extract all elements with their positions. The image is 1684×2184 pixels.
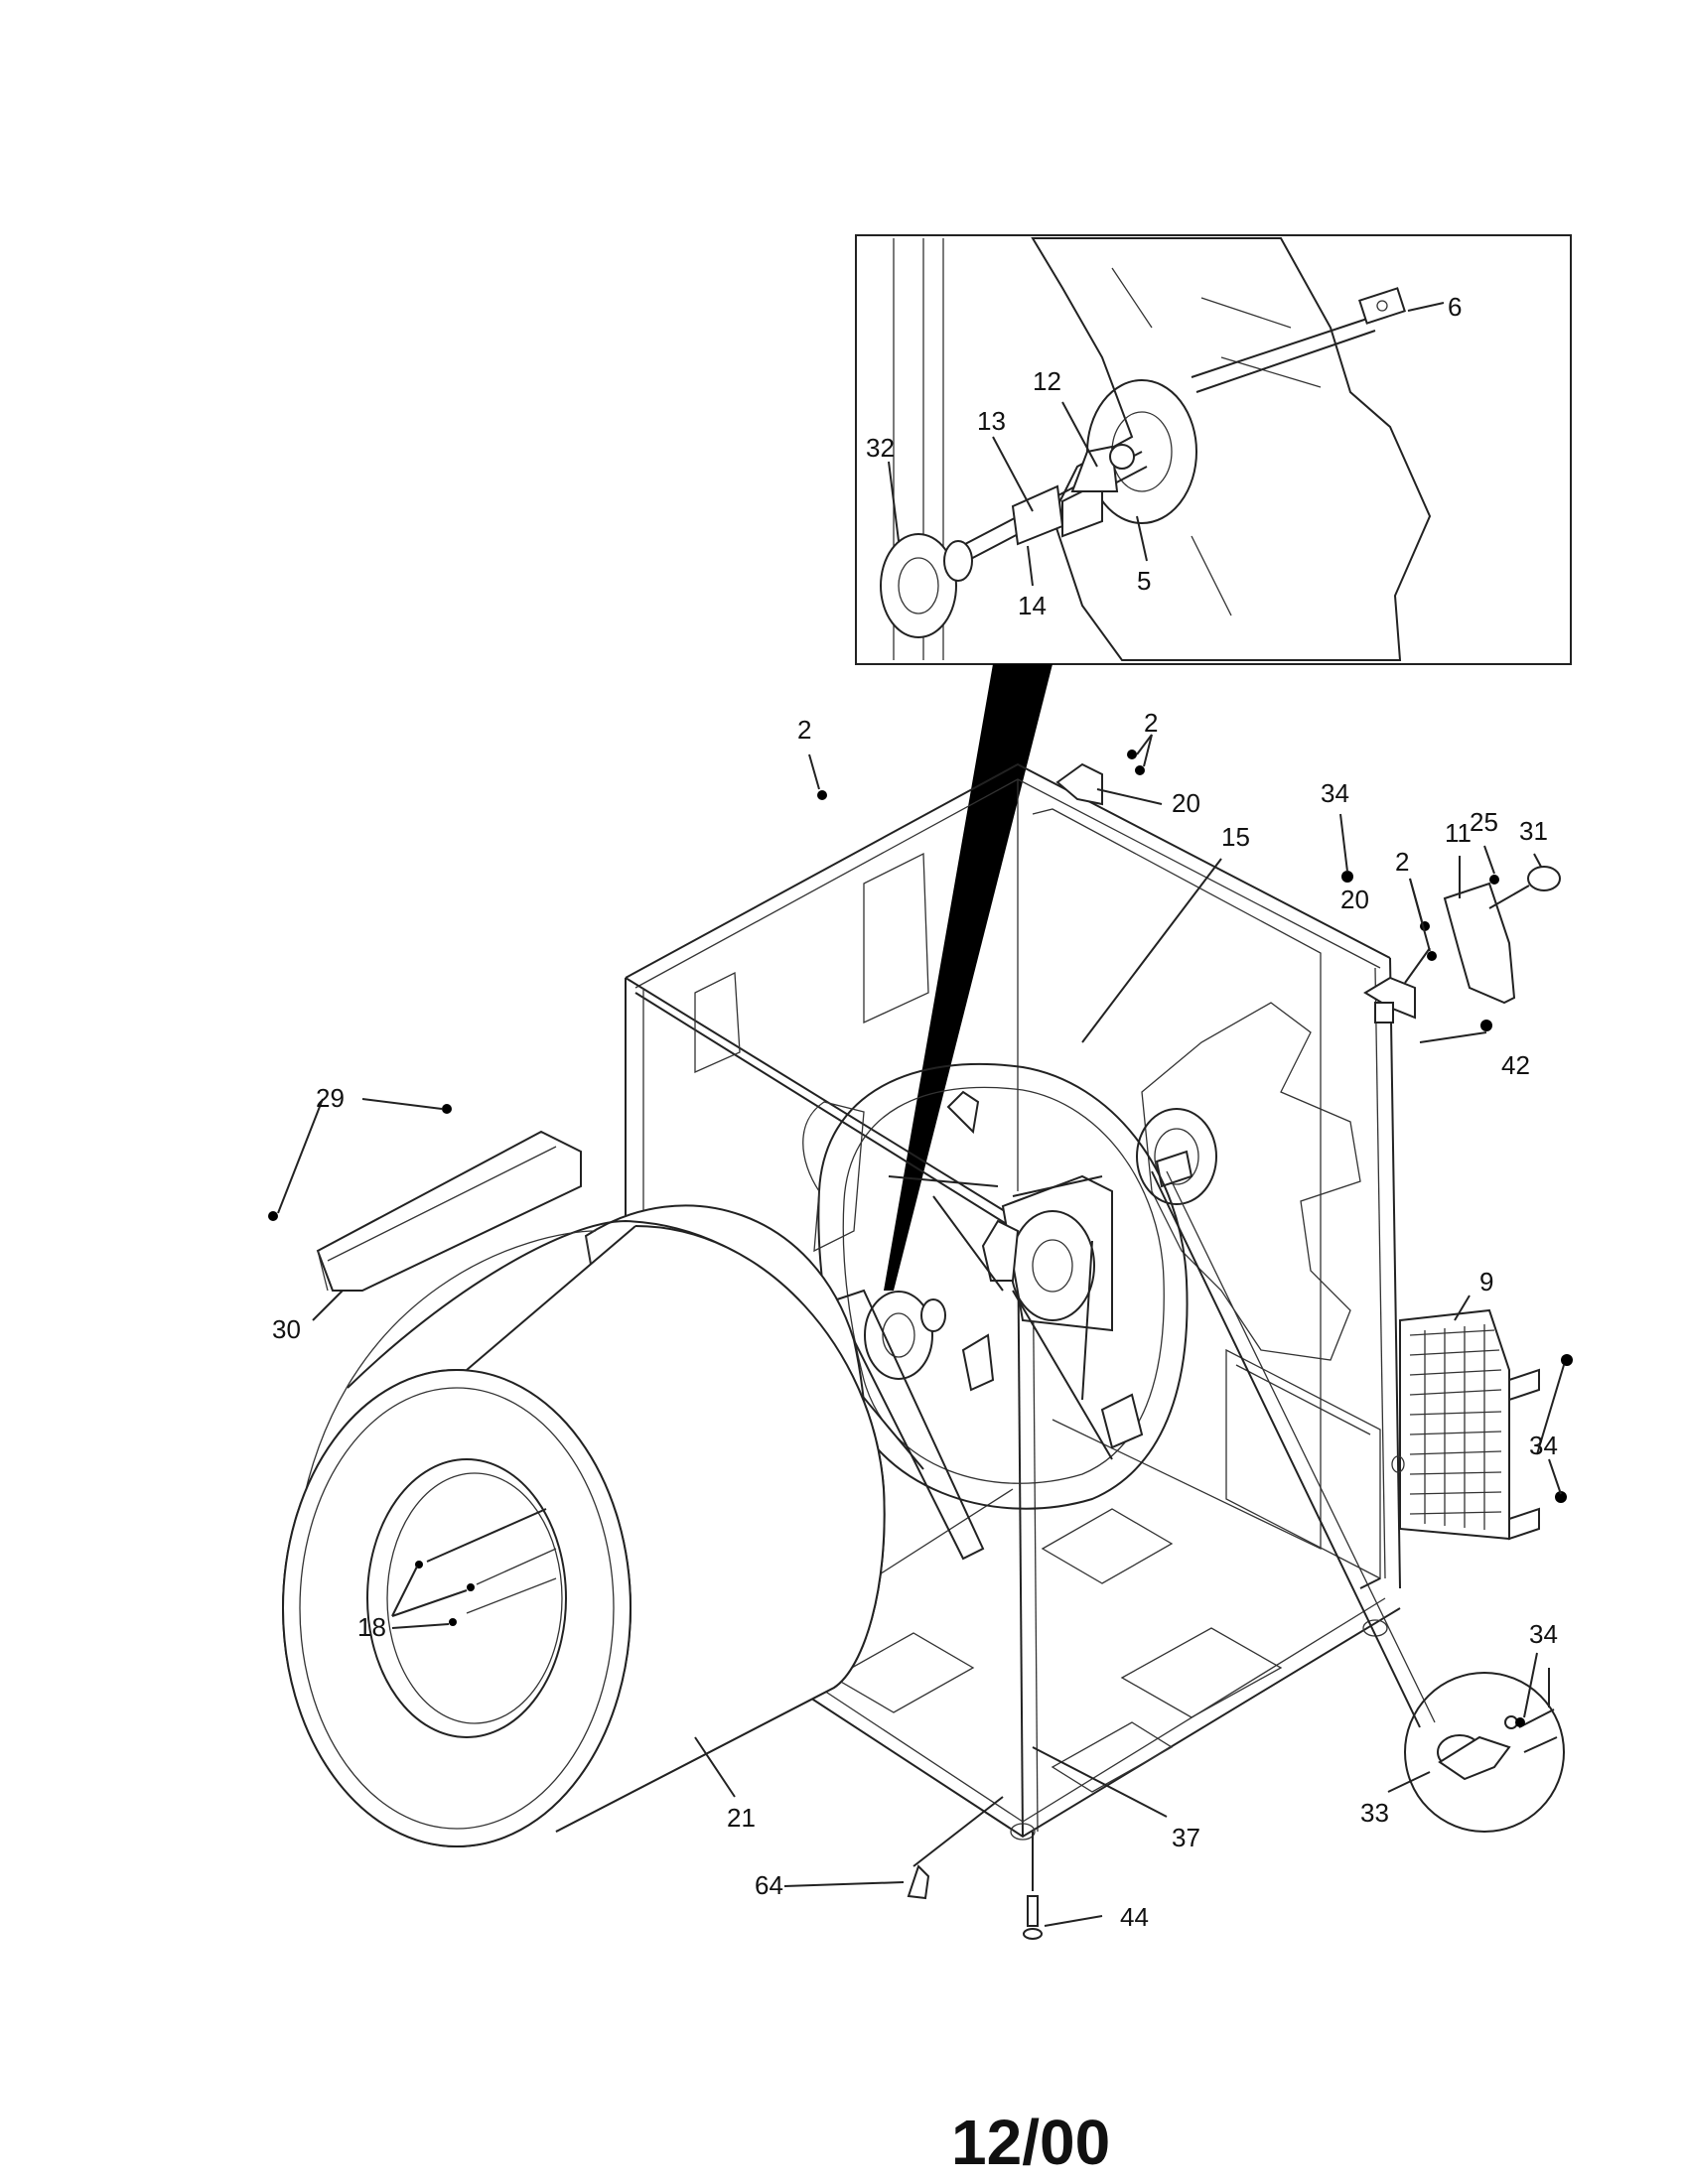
callout-42: 42 <box>1501 1050 1530 1080</box>
callout-11: 11 <box>1445 818 1472 848</box>
callout-25: 25 <box>1470 807 1498 837</box>
callout-18: 18 <box>357 1612 386 1642</box>
sensor-31 <box>1488 866 1561 909</box>
callout-34-bottom: 34 <box>1529 1619 1558 1649</box>
callout-29: 29 <box>316 1083 345 1113</box>
cabinet-frame <box>625 762 1401 1841</box>
callout-20-right: 20 <box>1340 885 1369 914</box>
access-panel <box>1391 1308 1540 1541</box>
callout-12: 12 <box>1033 366 1061 396</box>
callout-5: 5 <box>1137 566 1151 596</box>
callout-44: 44 <box>1120 1902 1149 1932</box>
bracket-20-top <box>1055 762 1103 806</box>
thermostat-detail <box>1404 1672 1565 1833</box>
inset-pointer <box>884 664 1052 1291</box>
callout-34-top: 34 <box>1321 778 1349 808</box>
callout-9: 9 <box>1479 1267 1493 1297</box>
front-bulkhead <box>802 1063 1189 1510</box>
lint-filter <box>316 1130 582 1292</box>
callout-37: 37 <box>1172 1823 1200 1852</box>
callout-64: 64 <box>755 1870 783 1900</box>
callout-13: 13 <box>977 406 1006 436</box>
inset-detail <box>855 234 1572 665</box>
drum <box>282 1204 886 1847</box>
rear-clip <box>1374 1002 1394 1024</box>
plate-11 <box>1443 882 1516 1005</box>
callout-20-top: 20 <box>1172 788 1200 818</box>
callout-2-top: 2 <box>1144 708 1158 738</box>
rear-bulkhead <box>1136 1002 1361 1361</box>
callout-32: 32 <box>866 433 895 463</box>
callout-31: 31 <box>1519 816 1548 846</box>
screws <box>268 750 1573 1940</box>
callout-14: 14 <box>1018 591 1047 620</box>
callout-2-left: 2 <box>797 715 811 745</box>
revision-date: 12/00 <box>951 2107 1110 2178</box>
drive-belt <box>832 1170 1436 1728</box>
callout-34-right: 34 <box>1529 1431 1558 1460</box>
callout-30: 30 <box>272 1314 301 1344</box>
leader-lines <box>277 302 1565 1927</box>
callout-15: 15 <box>1221 822 1250 852</box>
callout-21: 21 <box>727 1803 756 1833</box>
callout-2-right: 2 <box>1395 847 1409 877</box>
callout-33: 33 <box>1360 1798 1389 1828</box>
callout-labels: 6 12 13 32 14 5 2 2 20 15 34 2 20 11 25 … <box>272 292 1558 1932</box>
callout-6: 6 <box>1448 292 1462 322</box>
